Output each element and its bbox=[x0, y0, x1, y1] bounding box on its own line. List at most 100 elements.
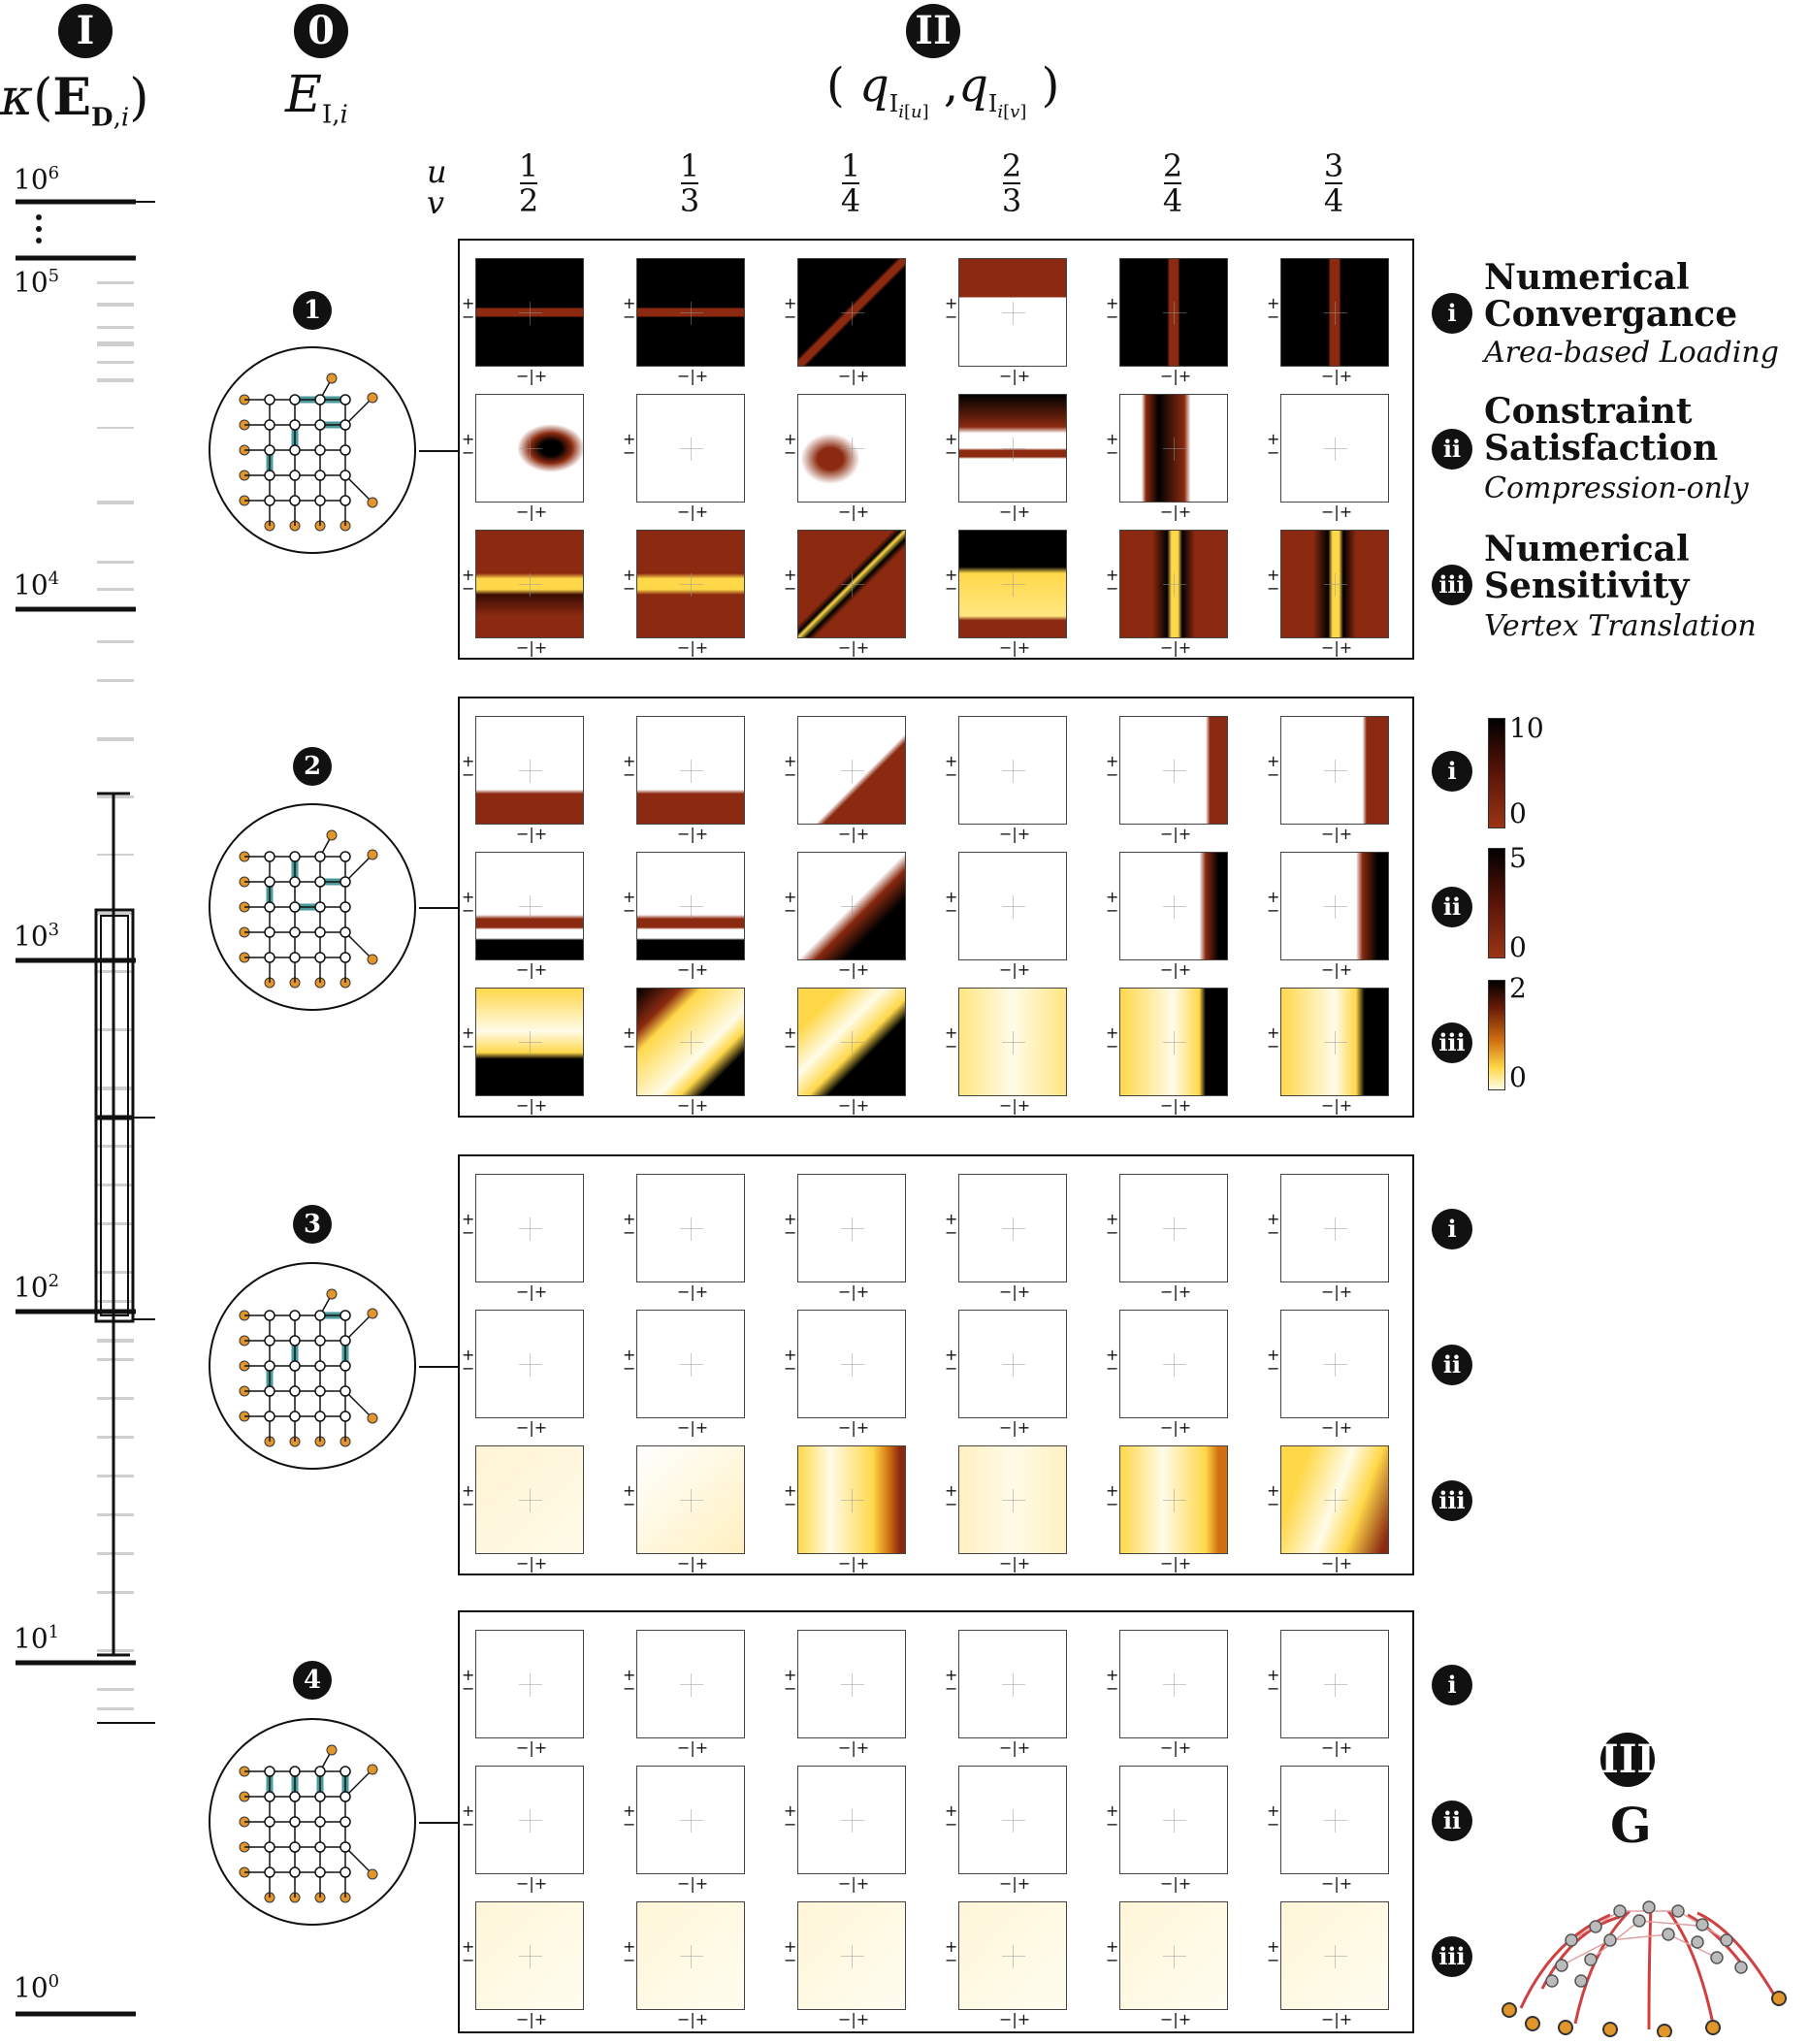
label-edge-set: EI,i bbox=[285, 66, 348, 130]
connector bbox=[419, 1366, 458, 1368]
sign-plus: + bbox=[695, 1554, 709, 1573]
sign-plus: + bbox=[1017, 1874, 1031, 1893]
heatmap-cell bbox=[797, 258, 906, 367]
axis-sign-x: −|+ bbox=[838, 367, 870, 385]
heatmap-cell bbox=[958, 716, 1067, 825]
sign-minus: − bbox=[677, 2010, 691, 2028]
label-condition-number: κ(ED,i) bbox=[0, 68, 149, 133]
heatmap-cell bbox=[1119, 988, 1228, 1096]
row-badge-iii: iii bbox=[1432, 1480, 1472, 1521]
sign-plus: + bbox=[1339, 825, 1353, 843]
sign-minus: − bbox=[1267, 443, 1280, 462]
legend-title-ii-2: Satisfaction bbox=[1484, 428, 1719, 469]
sign-minus: − bbox=[516, 367, 530, 385]
sign-plus: + bbox=[462, 1481, 475, 1500]
heatmap-cell bbox=[636, 394, 745, 503]
sign-minus: − bbox=[784, 443, 797, 462]
heatmap-cell bbox=[1119, 394, 1228, 503]
sign-minus: − bbox=[945, 308, 958, 326]
axis-sign-x: −|+ bbox=[516, 1282, 548, 1301]
sign-minus: − bbox=[623, 1223, 636, 1242]
sign-minus: − bbox=[784, 1495, 797, 1513]
sign-minus: − bbox=[677, 1418, 691, 1437]
colorbar-ii-min: 0 bbox=[1509, 931, 1527, 963]
axis-sign-y: +− bbox=[945, 754, 957, 783]
sign-plus: + bbox=[462, 1210, 475, 1228]
badge-col-II: II bbox=[906, 4, 960, 58]
eigenvalue-barcode bbox=[97, 281, 134, 1710]
sign-minus: − bbox=[623, 1495, 636, 1513]
sign-plus: + bbox=[1267, 1210, 1280, 1228]
connector bbox=[419, 450, 458, 452]
sign-plus: + bbox=[623, 888, 636, 906]
sign-minus: − bbox=[623, 765, 636, 784]
sign-plus: + bbox=[856, 367, 870, 385]
axis-sign-y: +− bbox=[623, 1939, 636, 1969]
sign-plus: + bbox=[462, 1023, 475, 1042]
sign-minus: − bbox=[945, 901, 958, 920]
sign-minus: − bbox=[1160, 638, 1174, 657]
axis-sign-y: +− bbox=[945, 1803, 957, 1833]
sign-minus: − bbox=[1321, 367, 1335, 385]
axis-sign-y: +− bbox=[462, 1481, 475, 1512]
row-badge-i: i bbox=[1432, 293, 1472, 334]
axis-sign-x: −|+ bbox=[677, 1418, 709, 1437]
sign-minus: − bbox=[1106, 1037, 1119, 1055]
sign-plus: + bbox=[1178, 1096, 1192, 1115]
axis-sign-y: +− bbox=[784, 1212, 796, 1241]
sign-plus: + bbox=[462, 1346, 475, 1364]
pair-u: 1 bbox=[679, 147, 700, 184]
sign-plus: + bbox=[1267, 1481, 1280, 1500]
sign-plus: + bbox=[1339, 1874, 1353, 1893]
sign-plus: + bbox=[533, 825, 548, 843]
heatmap-cell bbox=[1280, 258, 1389, 367]
sign-minus: − bbox=[1106, 1679, 1119, 1698]
sign-minus: − bbox=[623, 1951, 636, 1969]
sign-plus: + bbox=[1017, 825, 1031, 843]
sign-plus: + bbox=[1339, 1096, 1353, 1115]
sign-minus: − bbox=[1106, 1951, 1119, 1969]
axis-sign-y: +− bbox=[945, 1025, 957, 1054]
heatmap-cell bbox=[958, 258, 1067, 367]
row-badge-i: i bbox=[1432, 1665, 1472, 1705]
row-badge-iii: iii bbox=[1432, 1022, 1472, 1063]
sign-plus: + bbox=[695, 2010, 709, 2028]
heatmap-cell bbox=[1280, 852, 1389, 960]
sign-minus: − bbox=[838, 1418, 852, 1437]
sign-plus: + bbox=[1339, 638, 1353, 657]
tick-1e4: 104 bbox=[14, 568, 60, 601]
sign-plus: + bbox=[856, 638, 870, 657]
axis-sign-y: +− bbox=[462, 1023, 475, 1054]
u-label: u bbox=[427, 153, 447, 190]
sign-plus: + bbox=[462, 1666, 475, 1684]
sign-plus: + bbox=[1178, 960, 1192, 979]
heatmap-cell bbox=[475, 394, 584, 503]
axis-sign-y: +− bbox=[1106, 296, 1118, 325]
sign-minus: − bbox=[623, 1679, 636, 1698]
tick-1e2: 102 bbox=[14, 1271, 60, 1304]
heatmap-cell bbox=[1280, 988, 1389, 1096]
axis-sign-y: +− bbox=[784, 1483, 797, 1513]
heatmap-cell bbox=[797, 716, 906, 825]
axis-sign-y: +− bbox=[1267, 1210, 1280, 1241]
sign-minus: − bbox=[838, 960, 852, 979]
sign-minus: − bbox=[623, 308, 636, 326]
axis-sign-x: −|+ bbox=[677, 1738, 709, 1757]
sign-plus: + bbox=[533, 1282, 548, 1301]
axis-sign-y: +− bbox=[462, 568, 474, 597]
colorbar-ii bbox=[1488, 848, 1505, 958]
sign-minus: − bbox=[677, 960, 691, 979]
sign-plus: + bbox=[945, 566, 958, 584]
sign-plus: + bbox=[533, 2010, 548, 2028]
axis-sign-y: +− bbox=[784, 1347, 796, 1377]
axis-sign-y: +− bbox=[1267, 1803, 1279, 1833]
axis-sign-y: +− bbox=[623, 1212, 636, 1242]
heatmap-cell bbox=[475, 1445, 584, 1554]
heatmap-cell bbox=[636, 1310, 745, 1418]
panel-config-1 bbox=[458, 239, 1414, 660]
heatmap-cell bbox=[636, 1630, 745, 1738]
axis-sign-x: −|+ bbox=[1160, 960, 1192, 979]
sign-plus: + bbox=[1267, 1023, 1280, 1042]
axis-sign-y: +− bbox=[462, 890, 474, 919]
heatmap-cell bbox=[475, 716, 584, 825]
